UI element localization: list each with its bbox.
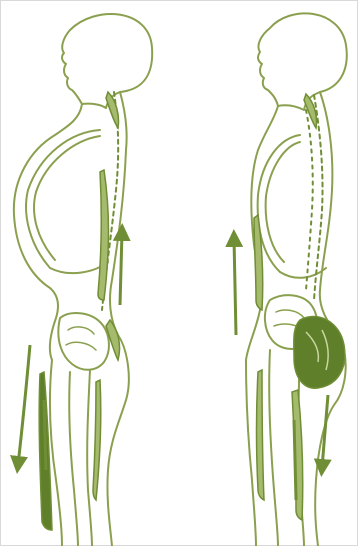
right-arrow-down-leg xyxy=(294,420,296,500)
right-front-outline xyxy=(246,106,278,360)
right-quad xyxy=(257,370,265,500)
right-arrow-up xyxy=(234,238,236,335)
right-abdominal-muscle xyxy=(254,215,263,310)
left-front-outline xyxy=(14,104,82,360)
left-arrow-down-leg xyxy=(44,400,46,470)
left-figure xyxy=(14,14,152,546)
left-shin-muscle xyxy=(93,380,101,500)
left-arrow-up xyxy=(120,232,122,305)
right-ribcage xyxy=(258,135,326,278)
left-back-muscle xyxy=(98,170,109,300)
left-pelvis xyxy=(58,313,109,370)
left-arrow-down-front xyxy=(18,345,30,465)
right-front-leg xyxy=(246,360,256,546)
left-neck-muscle xyxy=(106,92,119,128)
left-ribcage-inner xyxy=(34,136,100,260)
left-back-leg xyxy=(87,370,92,546)
right-glute xyxy=(294,316,345,388)
right-head xyxy=(258,13,347,110)
